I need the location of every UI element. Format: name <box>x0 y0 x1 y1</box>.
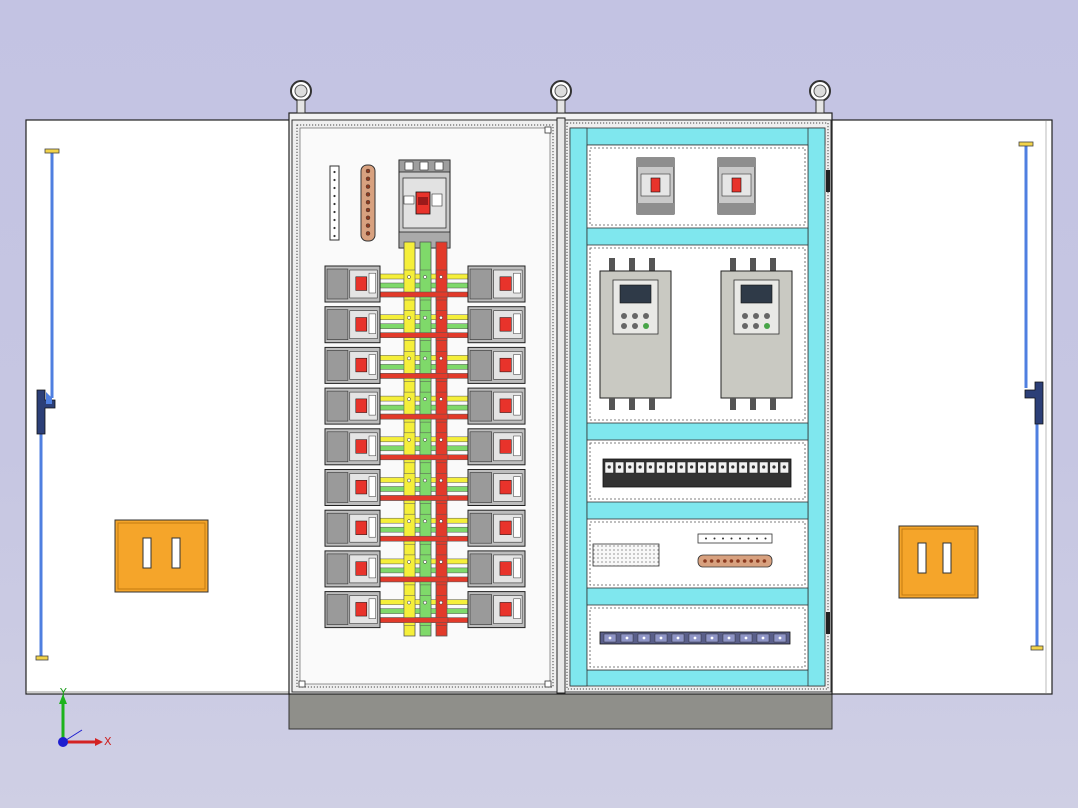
left-door <box>25 119 291 695</box>
lifting-eye-icon <box>290 80 312 114</box>
section-divider <box>556 117 566 694</box>
terminal-block-row <box>602 458 792 488</box>
right-door-handle[interactable] <box>898 525 979 599</box>
feeder-breaker-left <box>324 265 381 303</box>
main-incoming-breaker <box>398 159 451 249</box>
feeder-breaker-right <box>467 550 526 588</box>
terminal-block-row <box>599 631 791 645</box>
feeder-breaker-left <box>324 509 381 547</box>
left-door-handle[interactable] <box>114 519 209 593</box>
feeder-breaker-left <box>324 387 381 425</box>
feeder-breaker-right <box>467 387 526 425</box>
left-door-locking-rod <box>35 148 60 661</box>
feeder-breaker-left <box>324 550 381 588</box>
feeder-breaker-right <box>467 306 526 344</box>
right-door <box>830 119 1053 695</box>
axis-y-label: Y <box>60 686 67 699</box>
ground-bar-vertical <box>360 164 376 242</box>
feeder-breaker-rows <box>324 265 526 629</box>
feeder-breaker-right <box>467 591 526 629</box>
control-breaker <box>636 157 675 215</box>
feeder-breaker-right <box>467 469 526 506</box>
axis-triad-icon <box>58 694 103 747</box>
feeder-breaker-right <box>467 428 526 466</box>
lifting-eye-icon <box>550 80 572 114</box>
feeder-breaker-left <box>324 306 381 344</box>
variable-frequency-drive <box>720 258 793 410</box>
small-terminal-strip <box>592 543 660 567</box>
feeder-breaker-right <box>467 265 526 303</box>
neutral-link-bar <box>697 533 773 568</box>
terminal-strip-vertical <box>329 165 340 241</box>
cabinet-plinth <box>288 692 833 730</box>
feeder-breaker-left <box>324 428 381 466</box>
lifting-eye-icon <box>809 80 831 114</box>
right-mounting-frame <box>564 119 832 693</box>
feeder-breaker-left <box>324 346 381 384</box>
control-breaker <box>717 157 756 215</box>
variable-frequency-drive <box>599 258 672 410</box>
feeder-breaker-right <box>467 346 526 384</box>
feeder-breaker-right <box>467 509 526 547</box>
hinge <box>826 612 830 634</box>
feeder-breaker-left <box>324 591 381 629</box>
right-door-locking-rod <box>1018 141 1044 651</box>
axis-x-label: X <box>104 735 112 748</box>
feeder-breaker-left <box>324 469 381 506</box>
hinge <box>826 170 830 192</box>
